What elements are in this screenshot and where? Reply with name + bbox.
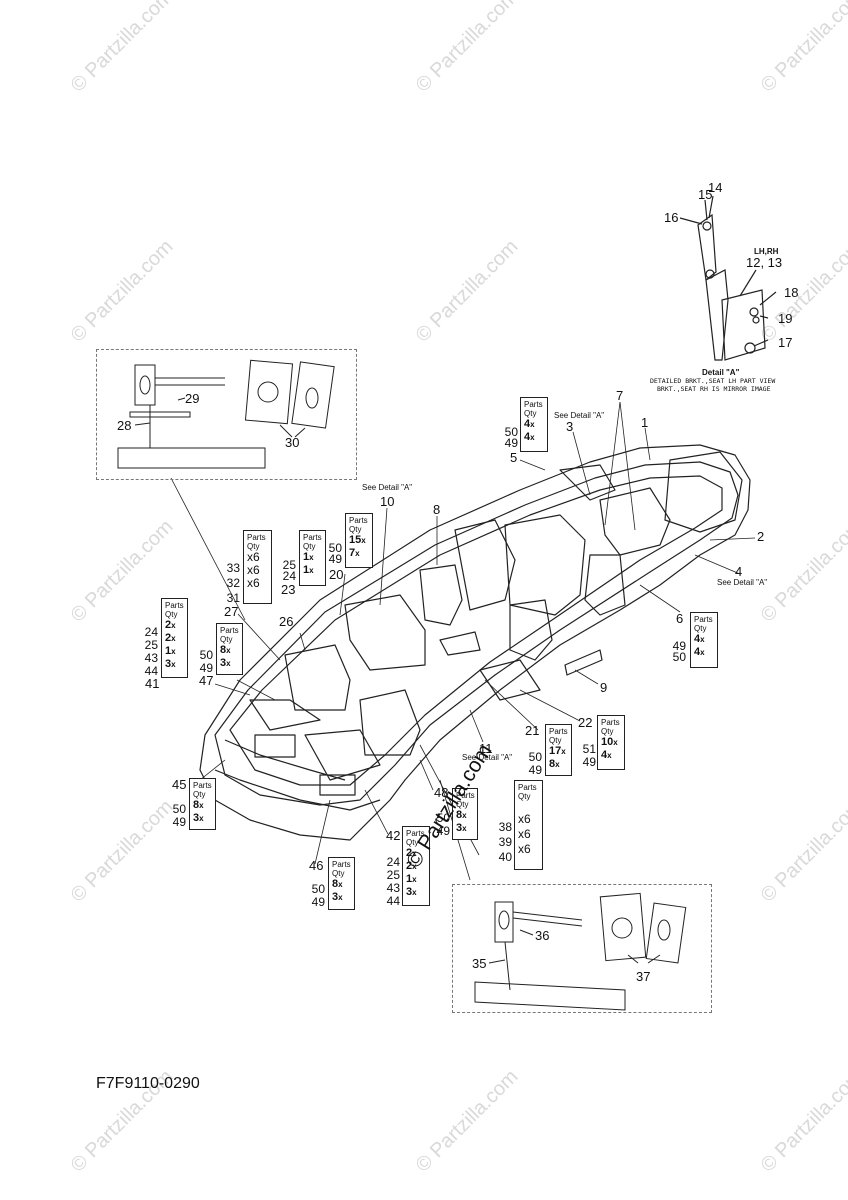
part-label: 17 [778,335,793,350]
qty-ids: 24 25 43 44 [144,625,158,678]
qty-ids: 38 39 40 [498,820,512,864]
part-label: 37 [636,969,651,984]
qty-ids: 51 49 [582,742,596,769]
part-label: 35 [472,956,487,971]
part-label: 6 [676,611,684,626]
diagram-code: F7F9110-0290 [96,1075,200,1092]
part-label: 22 [578,715,593,730]
part-label: 4 [735,564,743,579]
qty-ids: 50 49 [311,882,325,909]
part-label: 30 [285,435,300,450]
qty-ids: 24 25 43 44 [386,855,400,908]
part-label: 36 [535,928,550,943]
detail-a-title: Detail "A" [702,368,740,377]
qty-ids: 49 50 [672,639,686,664]
qty-ids: 50 49 [172,802,186,829]
qty-ids: 50 49 [528,750,542,777]
part-label: 2 [757,529,765,544]
part-label: 42 [386,828,401,843]
part-label: 19 [778,311,793,326]
qty-ids: 50 49 [328,541,342,566]
part-label: 14 [708,180,723,195]
part-label: 27 [224,604,239,619]
part-label: 11 [479,741,493,756]
see-detail-label: See Detail "A" [554,411,605,420]
detail-a-note: BRKT.,SEAT RH IS MIRROR IMAGE [657,385,771,393]
part-label: 21 [525,723,540,738]
part-label: 3 [566,419,574,434]
detail-a-note: DETAILED BRKT.,SEAT LH PART VIEW [650,377,776,385]
see-detail-label: See Detail "A" [462,753,513,762]
part-label: 29 [185,391,200,406]
part-label: 10 [380,494,395,509]
part-label: 8 [433,502,441,517]
part-label: 5 [510,450,518,465]
part-label: 15 [698,187,713,202]
qty-ids: 25 24 [282,558,296,583]
part-label: 12, 13 [746,255,783,270]
part-label: 16 [664,210,679,225]
part-label: 41 [145,676,160,691]
part-label: 28 [117,418,132,433]
inset-frame-right [452,884,712,1013]
see-detail-label: See Detail "A" [717,578,768,587]
part-label: 26 [279,614,294,629]
part-label: 45 [172,777,187,792]
part-label: 46 [309,858,324,873]
part-label: 7 [616,388,624,403]
qty-ids: 50 49 [504,425,518,450]
lh-rh-label: LH,RH [754,247,779,256]
see-detail-label: See Detail "A" [362,483,413,492]
part-label: 9 [600,680,608,695]
qty-ids: 33 32 31 [226,561,240,605]
qty-ids: 50 49 [436,811,450,838]
part-label: 1 [641,415,649,430]
part-label: 48 [434,785,449,800]
part-label: 20 [329,567,344,582]
part-label: 23 [281,582,296,597]
qty-ids: 50 49 [199,648,213,675]
part-label: 47 [199,673,214,688]
part-label: 18 [784,285,799,300]
inset-frame-left [96,349,357,480]
